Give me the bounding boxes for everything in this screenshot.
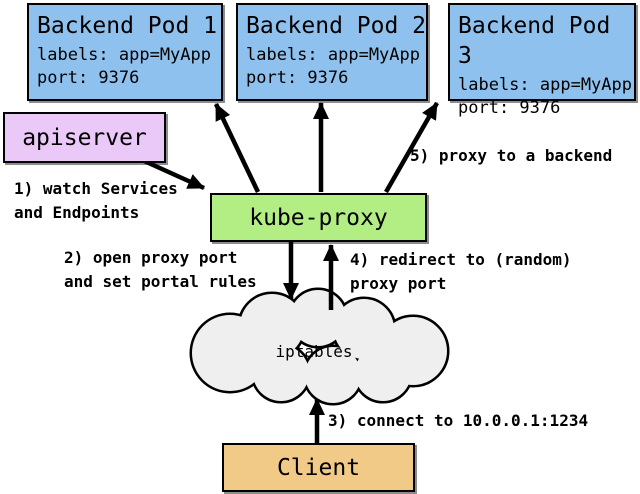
iptables-label: iptables xyxy=(275,342,353,361)
annotation-step5-proxy-to-backend: 5) proxy to a backend xyxy=(410,146,613,165)
pod-labels: labels: app=MyApp xyxy=(246,45,420,65)
pod-port: port: 9376 xyxy=(37,68,140,88)
pod-labels: labels: app=MyApp xyxy=(458,75,632,95)
backend-pod-2-box: Backend Pod 2 labels: app=MyApp port: 93… xyxy=(236,3,428,101)
arrow-kubeproxy-to-pod3 xyxy=(384,101,439,194)
pod-port: port: 9376 xyxy=(458,98,561,118)
arrow-kubeproxy-to-pod1 xyxy=(213,103,261,193)
backend-pod-3-box: Backend Pod 3 labels: app=MyApp port: 93… xyxy=(448,3,636,118)
kube-proxy-label: kube-proxy xyxy=(249,204,388,231)
pod-port: port: 9376 xyxy=(246,68,349,88)
pod-title: Backend Pod 3 xyxy=(458,13,611,69)
apiserver-box: apiserver xyxy=(3,112,166,163)
backend-pod-1-box: Backend Pod 1 labels: app=MyApp port: 93… xyxy=(27,3,223,101)
iptables-cloud xyxy=(189,287,450,406)
client-label: Client xyxy=(276,454,361,481)
apiserver-label: apiserver xyxy=(22,124,147,151)
kube-proxy-box: kube-proxy xyxy=(210,193,427,242)
pod-title: Backend Pod 2 xyxy=(246,13,427,39)
annotation-step4-redirect: 4) redirect to (random) proxy port xyxy=(350,250,572,293)
annotation-step3-connect: 3) connect to 10.0.0.1:1234 xyxy=(328,411,589,430)
client-box: Client xyxy=(222,443,415,492)
annotation-step1-watch-services: 1) watch Services and Endpoints xyxy=(14,179,178,222)
arrow-apiserver-to-kubeproxy xyxy=(141,157,205,191)
annotation-step2-open-proxy-port: 2) open proxy port and set portal rules xyxy=(64,248,257,291)
pod-title: Backend Pod 1 xyxy=(37,13,218,39)
pod-labels: labels: app=MyApp xyxy=(37,45,211,65)
